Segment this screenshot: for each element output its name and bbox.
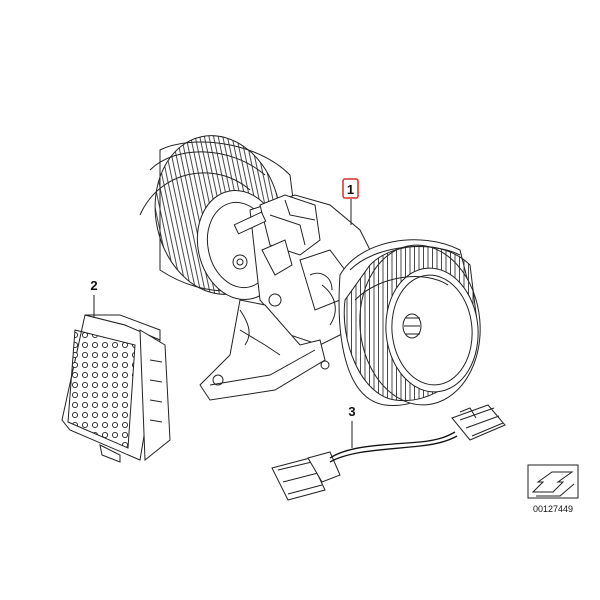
callout-2[interactable]: 2 (90, 278, 98, 318)
mounting-flange (199, 293, 330, 401)
callout-1[interactable]: 1 (342, 178, 359, 225)
callout-1-highlight (342, 178, 359, 199)
blower-motor-icon (139, 135, 481, 407)
callout-3-label: 3 (348, 404, 355, 419)
reference-arrow-icon (527, 464, 579, 499)
callout-2-label: 2 (90, 278, 97, 293)
blower-resistor-icon (61, 314, 171, 463)
callout-1-label: 1 (347, 182, 354, 197)
wiring-harness-icon (271, 404, 506, 501)
reference-id: 00127449 (533, 504, 573, 514)
right-fan-wheel (338, 239, 481, 407)
left-fan-wheel (139, 135, 301, 301)
callout-3[interactable]: 3 (348, 404, 356, 448)
